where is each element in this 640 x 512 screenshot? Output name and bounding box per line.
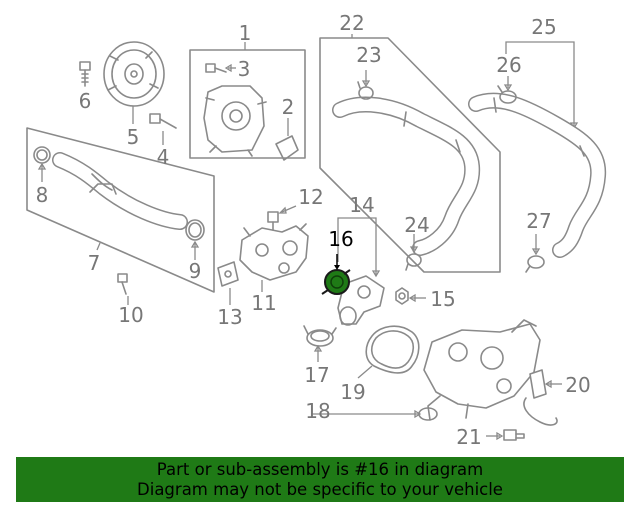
callout-24: 24 <box>404 213 429 237</box>
o-ring-part-8 <box>33 146 51 182</box>
clamp-part-26 <box>497 76 517 104</box>
callout-18: 18 <box>305 399 330 423</box>
bolt-part-4 <box>149 113 177 145</box>
thermostat-housing-part-11 <box>239 223 309 292</box>
callout-25: 25 <box>531 15 556 39</box>
callout-5: 5 <box>127 125 140 149</box>
gasket-part-13 <box>217 261 239 305</box>
hose-lead-25 <box>505 41 575 126</box>
bolt-part-6 <box>79 61 91 87</box>
water-pipe-part-7 <box>52 152 188 230</box>
banner-line-2: Diagram may not be specific to your vehi… <box>137 480 503 499</box>
hose-part-22 <box>332 96 481 256</box>
callout-10: 10 <box>118 303 143 327</box>
clamp-part-23 <box>357 70 374 100</box>
clamp-part-24 <box>405 234 422 271</box>
info-banner: Part or sub-assembly is #16 in diagram D… <box>16 457 624 502</box>
bracket-lead-14 <box>337 217 377 276</box>
callout-7: 7 <box>88 251 101 275</box>
callout-17: 17 <box>304 363 329 387</box>
callout-2: 2 <box>282 95 295 119</box>
parts-diagram: 1 2 3 4 5 6 7 8 9 10 11 12 13 14 16 15 1… <box>26 11 607 449</box>
thermostat-cover-part-14 <box>337 275 385 326</box>
callout-12: 12 <box>298 185 323 209</box>
callout-8: 8 <box>36 183 49 207</box>
clamp-part-17 <box>303 325 337 362</box>
pulley-part-5 <box>103 41 165 107</box>
sensor-part-12 <box>267 205 297 231</box>
bolt-part-3 <box>205 63 236 73</box>
callout-6: 6 <box>79 89 92 113</box>
clamp-part-27 <box>525 234 545 273</box>
water-outlet-assembly-part-18 <box>311 319 541 421</box>
callout-27: 27 <box>526 209 551 233</box>
callout-4: 4 <box>157 145 170 169</box>
callout-11: 11 <box>251 291 276 315</box>
callout-22: 22 <box>339 11 364 35</box>
callout-19: 19 <box>340 380 365 404</box>
water-pump-frame <box>189 49 306 159</box>
callout-20: 20 <box>565 373 590 397</box>
sensor-part-20 <box>523 369 562 426</box>
callout-14: 14 <box>349 193 374 217</box>
thermostat-gasket-part-16-highlighted <box>321 254 351 295</box>
callout-21: 21 <box>456 425 481 449</box>
callout-23: 23 <box>356 43 381 67</box>
gasket-part-2 <box>275 118 299 161</box>
callout-1: 1 <box>239 21 252 45</box>
o-ring-part-9 <box>185 219 205 260</box>
hose-part-25 <box>468 92 607 258</box>
water-pump-part-1 <box>203 85 267 157</box>
hose-panel-frame <box>319 37 501 273</box>
bolt-part-21 <box>486 429 525 441</box>
callout-15: 15 <box>430 287 455 311</box>
callout-9: 9 <box>189 259 202 283</box>
callout-26: 26 <box>496 53 521 77</box>
callout-13: 13 <box>217 305 242 329</box>
callout-3: 3 <box>238 57 251 81</box>
nut-part-15 <box>395 287 426 305</box>
gasket-part-19 <box>357 325 420 379</box>
callout-16-highlighted: 16 <box>328 227 353 251</box>
banner-line-1: Part or sub-assembly is #16 in diagram <box>156 460 484 479</box>
pipe-panel-frame <box>26 127 215 293</box>
bolt-part-10 <box>117 273 129 305</box>
